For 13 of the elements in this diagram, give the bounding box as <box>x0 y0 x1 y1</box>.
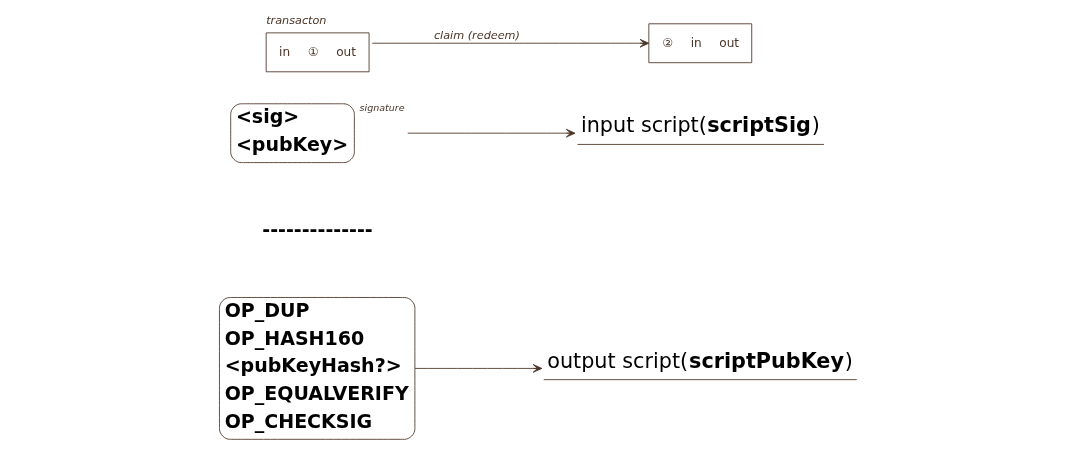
arrow <box>414 364 542 373</box>
node-box: <sig> <pubKey> <box>229 103 355 163</box>
label: -------------- <box>261 217 373 240</box>
node-box: OP_DUP OP_HASH160 <pubKeyHash?> OP_EQUALVERIFY OP_CHECKSIG <box>218 297 415 440</box>
node-text: output script(scriptPubKey) <box>546 348 853 373</box>
node-box: ② in out <box>647 23 752 64</box>
arrow <box>406 128 575 138</box>
node-text: input script(scriptSig) <box>580 113 820 138</box>
edge-label: claim (redeem) <box>433 29 520 43</box>
arrow <box>371 38 649 48</box>
node-label: signature <box>359 101 405 113</box>
node-label: transacton <box>265 13 326 27</box>
node-box: in ① out <box>265 32 369 73</box>
